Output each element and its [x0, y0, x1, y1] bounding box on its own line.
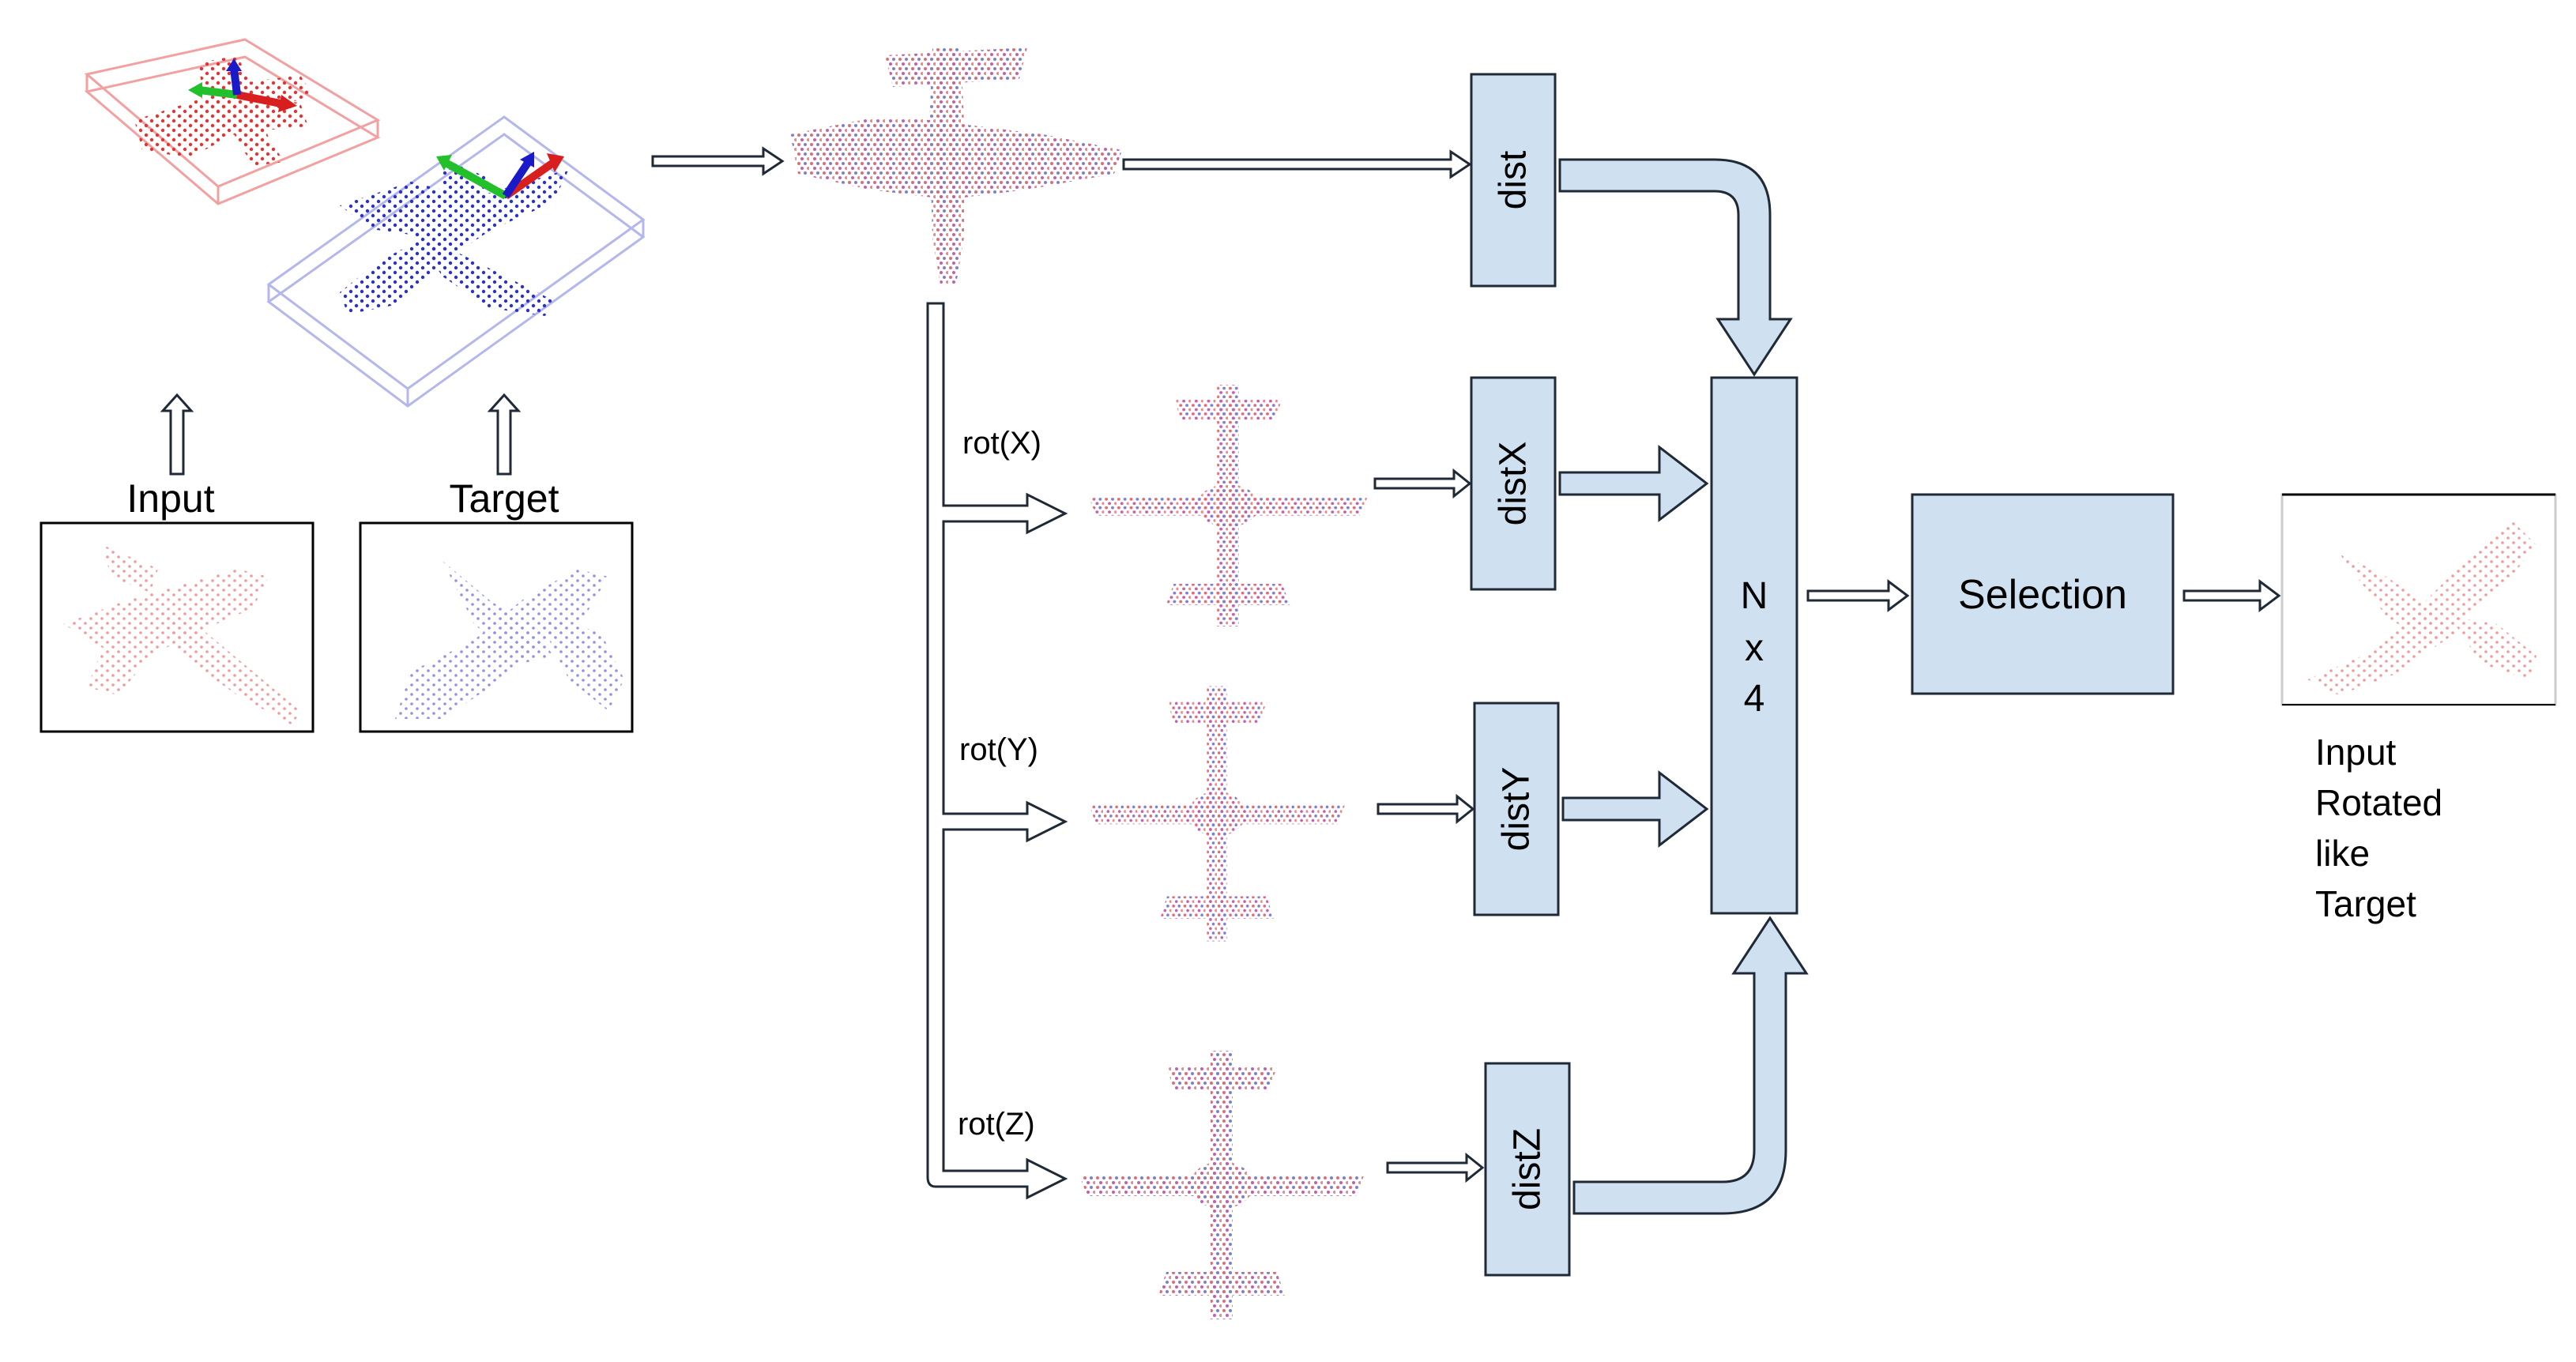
- result-line-4: Target: [2315, 883, 2416, 924]
- input-up-arrow: [160, 393, 194, 476]
- disty-box: distY: [1473, 702, 1560, 916]
- arrow-dist-to-stack: [1558, 158, 1793, 377]
- input-image-box: [40, 521, 314, 733]
- target-point-cloud: [340, 158, 569, 316]
- arrow-distx-to-stack: [1558, 444, 1709, 523]
- target-axes-icon: [436, 152, 564, 200]
- target-3d-view: [266, 115, 646, 408]
- arrow-to-overlay: [651, 146, 785, 176]
- selection-label: Selection: [1958, 572, 2127, 618]
- nx4-box: N x 4: [1710, 376, 1798, 915]
- distx-label: distX: [1493, 442, 1535, 526]
- result-line-2: Rotated: [2315, 782, 2442, 823]
- arrow-to-disty: [1377, 793, 1475, 825]
- result-line-1: Input: [2315, 732, 2397, 773]
- rot-x-label: rot(X): [962, 426, 1041, 461]
- target-image-box: [359, 521, 634, 733]
- overlay-point-cloud: [790, 47, 1122, 284]
- input-axes-icon: [188, 58, 297, 112]
- distx-box: distX: [1470, 376, 1557, 591]
- arrow-disty-to-stack: [1561, 769, 1709, 848]
- four-label: 4: [1744, 678, 1765, 720]
- dist-box: dist: [1470, 73, 1557, 288]
- input-label: Input: [126, 476, 214, 521]
- n-label: N: [1741, 575, 1768, 617]
- input-3d-view: [84, 38, 381, 205]
- target-thumbnail-cloud: [395, 561, 624, 719]
- result-thumbnail-cloud: [2307, 521, 2536, 695]
- selection-box: Selection: [1911, 493, 2175, 695]
- x-label: x: [1745, 627, 1764, 669]
- result-line-3: like: [2315, 833, 2370, 874]
- target-up-arrow: [487, 393, 522, 476]
- distz-label: distZ: [1507, 1128, 1549, 1210]
- dist-label: dist: [1493, 151, 1535, 210]
- input-thumbnail-cloud: [63, 545, 300, 725]
- target-label: Target: [450, 476, 559, 521]
- rot-y-label: rot(Y): [959, 732, 1038, 767]
- rotated-x-point-cloud: [1088, 385, 1368, 626]
- rotated-z-point-cloud: [1079, 1051, 1364, 1319]
- branch-trunk: [926, 302, 1068, 1200]
- arrow-to-distz: [1386, 1152, 1485, 1183]
- result-caption: Input Rotated like Target: [2315, 732, 2442, 924]
- result-image-box: [2280, 493, 2557, 706]
- distz-box: distZ: [1484, 1062, 1571, 1277]
- rotated-y-point-cloud: [1089, 686, 1345, 942]
- arrow-selection-to-result: [2182, 579, 2281, 612]
- disty-label: distY: [1496, 767, 1538, 852]
- arrow-distz-to-stack: [1572, 916, 1809, 1215]
- input-point-cloud: [134, 55, 312, 166]
- rot-z-label: rot(Z): [958, 1107, 1035, 1142]
- arrow-to-dist: [1122, 149, 1472, 179]
- arrow-to-distx: [1373, 468, 1472, 499]
- arrow-stack-to-selection: [1806, 579, 1910, 612]
